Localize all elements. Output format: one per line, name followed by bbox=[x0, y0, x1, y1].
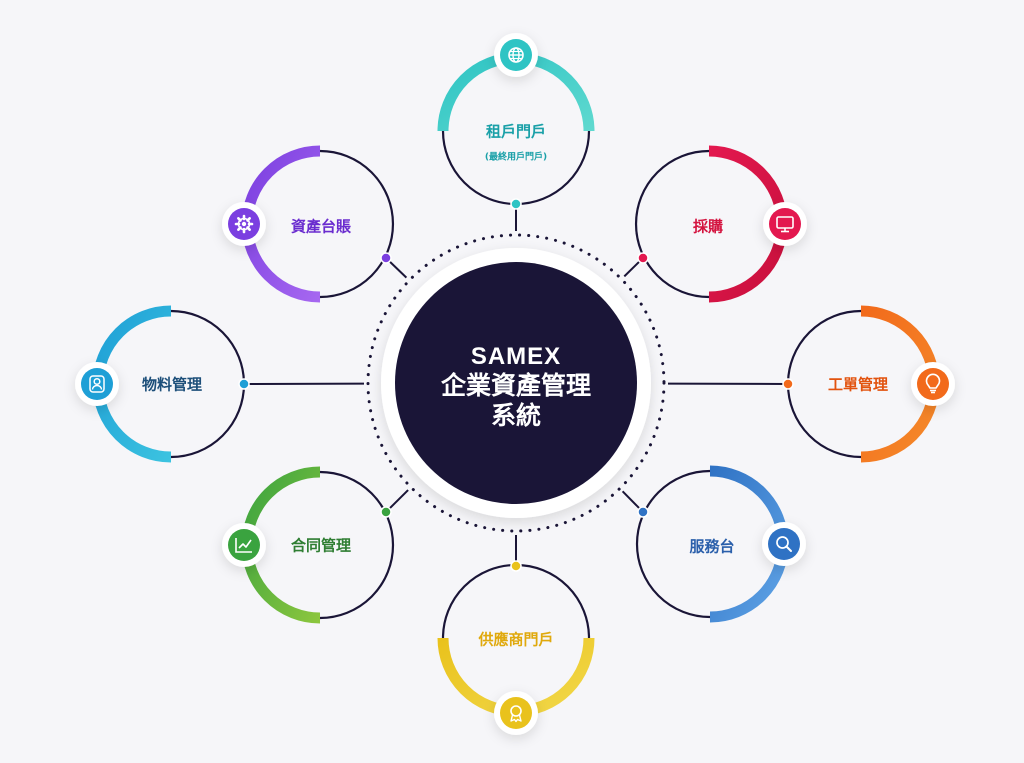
tenant-portal-connector-dot bbox=[510, 198, 522, 210]
contract-ring-outline bbox=[319, 470, 395, 620]
supplier-portal-label[interactable]: 供應商門戶 bbox=[478, 630, 554, 649]
system-name-line1: 企業資產管理 bbox=[440, 371, 591, 401]
search-icon[interactable] bbox=[762, 522, 806, 566]
asset-ledger-ring-outline bbox=[319, 149, 395, 299]
system-title: SAMEX 企業資產管理 系統 bbox=[396, 322, 636, 452]
work-order-label[interactable]: 工單管理 bbox=[827, 375, 889, 394]
tenant-portal-label[interactable]: 租戶門戶 bbox=[485, 122, 547, 141]
procurement-connector-dot bbox=[637, 252, 649, 264]
system-name-line2: 系統 bbox=[490, 401, 541, 431]
center-hub bbox=[395, 262, 637, 504]
supplier-portal-connector-dot bbox=[510, 560, 522, 572]
material-label[interactable]: 物料管理 bbox=[141, 375, 203, 394]
service-desk-ring-outline bbox=[635, 469, 711, 619]
procurement-ring-outline bbox=[634, 149, 710, 299]
gear-icon[interactable] bbox=[222, 202, 266, 246]
badge-icon[interactable] bbox=[494, 691, 538, 735]
asset-ledger-label[interactable]: 資產台賬 bbox=[290, 217, 352, 236]
material-connector-dot bbox=[238, 378, 250, 390]
service-desk-label[interactable]: 服務台 bbox=[689, 537, 735, 556]
user-icon[interactable] bbox=[75, 362, 119, 406]
monitor-icon[interactable] bbox=[763, 202, 807, 246]
globe-icon[interactable] bbox=[494, 33, 538, 77]
system-brand: SAMEX bbox=[470, 342, 562, 370]
contract-connector-dot bbox=[380, 506, 392, 518]
center-dotted-ring bbox=[366, 233, 666, 533]
tenant-portal-sublabel: (最終用戶門戶) bbox=[484, 152, 548, 163]
procurement-label[interactable]: 採購 bbox=[692, 217, 724, 236]
contract-label[interactable]: 合同管理 bbox=[290, 536, 352, 555]
service-desk-connector-dot bbox=[637, 506, 649, 518]
chart-icon[interactable] bbox=[222, 523, 266, 567]
lightbulb-icon[interactable] bbox=[911, 362, 955, 406]
work-order-connector-dot bbox=[782, 378, 794, 390]
asset-ledger-connector-dot bbox=[380, 252, 392, 264]
